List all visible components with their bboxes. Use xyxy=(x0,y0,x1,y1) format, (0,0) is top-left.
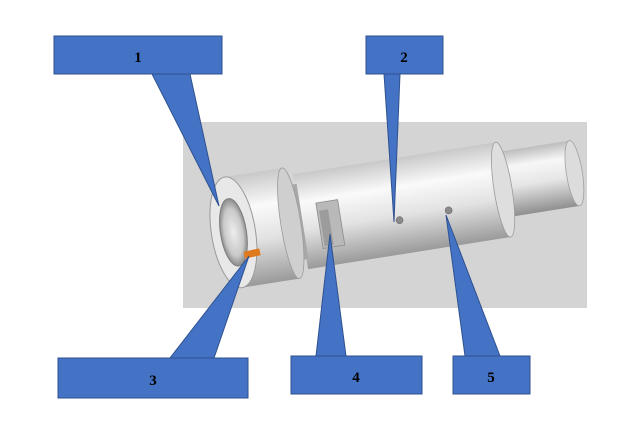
shaft-main-body xyxy=(293,142,511,270)
callout-1: 1 xyxy=(53,35,223,207)
callout-4: 4 xyxy=(290,233,423,395)
callout-2: 2 xyxy=(365,35,444,223)
callout-4-box xyxy=(290,355,423,395)
shaft-body-shoulder xyxy=(491,141,516,238)
callout-4-label: 4 xyxy=(352,370,360,386)
callout-2-box xyxy=(365,35,444,75)
orange-marker xyxy=(243,248,261,259)
radial-hole-2 xyxy=(395,216,404,224)
bore-hole xyxy=(219,198,248,267)
shaft-collar-edge xyxy=(277,167,305,279)
shaft-right-journal xyxy=(492,140,580,219)
callout-2-label: 2 xyxy=(400,50,408,66)
callout-5: 5 xyxy=(445,214,531,395)
callout-1-box xyxy=(53,35,223,75)
callout-1-label: 1 xyxy=(134,50,142,66)
callout-5-label: 5 xyxy=(487,370,495,386)
callout-3-label: 3 xyxy=(149,373,157,389)
radial-hole-5 xyxy=(444,206,453,215)
shaft-part xyxy=(209,140,585,289)
callout-5-box xyxy=(452,355,531,395)
callout-3-box xyxy=(57,357,249,399)
shaft-right-end-face xyxy=(564,140,585,207)
callout-3: 3 xyxy=(57,255,250,399)
